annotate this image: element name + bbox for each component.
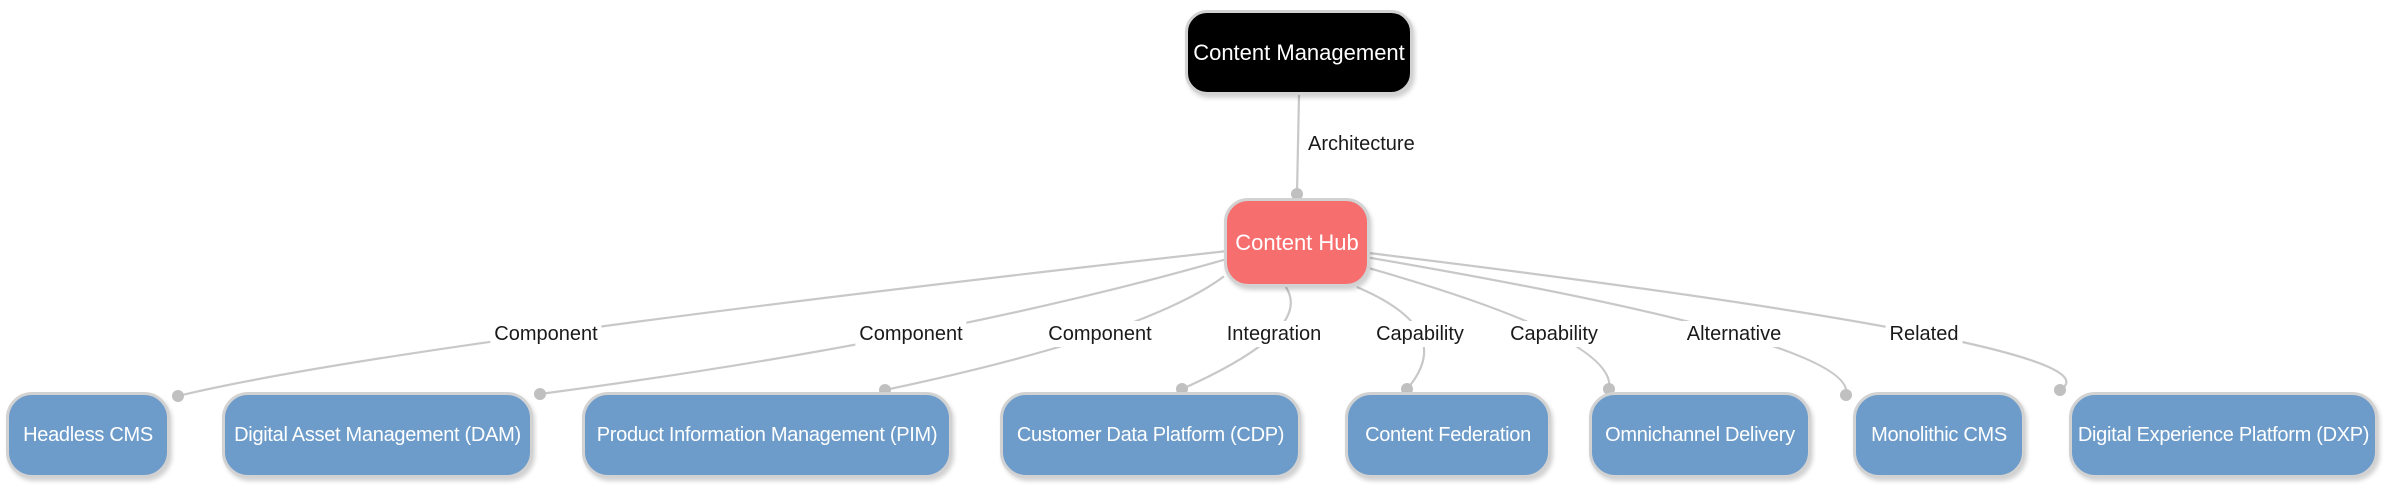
edge-label-dam: Component	[855, 321, 967, 347]
node-headless-cms[interactable]: Headless CMS	[6, 392, 170, 478]
edge-endpoint-dot	[2054, 384, 2066, 396]
edge-label-monolithic-cms: Alternative	[1682, 321, 1786, 347]
node-label-omnichannel-delivery: Omnichannel Delivery	[1605, 423, 1795, 446]
edge-label-pim: Component	[1044, 321, 1156, 347]
node-label-pim: Product Information Management (PIM)	[596, 423, 938, 446]
node-monolithic-cms[interactable]: Monolithic CMS	[1853, 392, 2025, 478]
node-label-headless-cms: Headless CMS	[23, 423, 153, 446]
node-label-dxp: Digital Experience Platform (DXP)	[2077, 423, 2370, 446]
node-content-hub[interactable]: Content Hub	[1224, 198, 1370, 287]
node-label-content-management: Content Management	[1193, 39, 1405, 65]
edge-label-content-federation: Capability	[1372, 321, 1468, 347]
node-dxp[interactable]: Digital Experience Platform (DXP)	[2069, 392, 2378, 478]
edge-content-management-content-hub	[1295, 94, 1301, 195]
edge-label-dxp: Related	[1885, 321, 1963, 347]
node-cdp[interactable]: Customer Data Platform (CDP)	[1000, 392, 1301, 478]
node-label-content-federation: Content Federation	[1365, 423, 1531, 446]
edge-endpoint-dot	[172, 390, 184, 402]
node-label-content-hub: Content Hub	[1235, 229, 1359, 255]
node-label-dam: Digital Asset Management (DAM)	[234, 423, 521, 446]
edge-label-omnichannel-delivery: Capability	[1506, 321, 1602, 347]
edge-label-headless-cms: Component	[490, 321, 602, 347]
edge-label-cdp: Integration	[1222, 321, 1326, 347]
edge-endpoint-dot	[1840, 389, 1852, 401]
node-pim[interactable]: Product Information Management (PIM)	[582, 392, 952, 478]
node-content-management[interactable]: Content Management	[1185, 10, 1413, 95]
node-label-cdp: Customer Data Platform (CDP)	[1016, 423, 1285, 446]
node-content-federation[interactable]: Content Federation	[1345, 392, 1551, 478]
edge-label-content-hub: Architecture	[1304, 131, 1419, 157]
node-dam[interactable]: Digital Asset Management (DAM)	[222, 392, 533, 478]
node-omnichannel-delivery[interactable]: Omnichannel Delivery	[1589, 392, 1811, 478]
node-label-monolithic-cms: Monolithic CMS	[1871, 423, 2007, 446]
edge-endpoint-dot	[1291, 188, 1303, 200]
edge-endpoint-dot	[534, 388, 546, 400]
